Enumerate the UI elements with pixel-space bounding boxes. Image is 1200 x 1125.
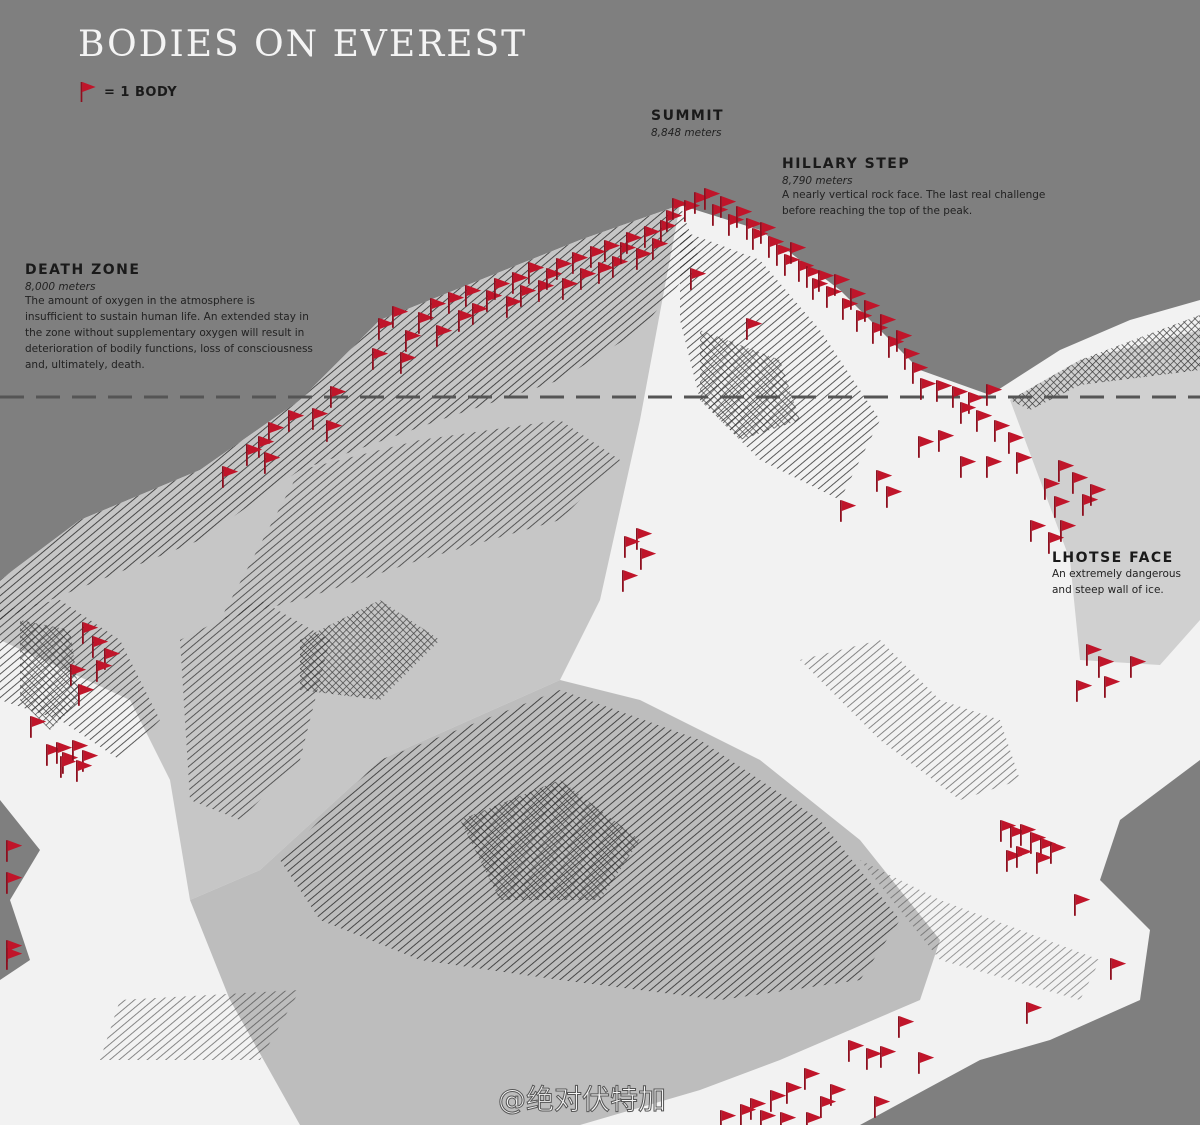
death-zone-title: DEATH ZONE bbox=[25, 262, 141, 278]
legend-label: = 1 BODY bbox=[104, 84, 178, 100]
legend: = 1 BODY bbox=[80, 82, 177, 102]
death-zone-label: DEATH ZONE 8,000 meters The amount of ox… bbox=[25, 262, 315, 373]
lhotse-face-rock bbox=[1010, 330, 1200, 665]
red-flag-icon bbox=[6, 840, 23, 862]
lhotse-face-title: LHOTSE FACE bbox=[1052, 550, 1174, 566]
red-flag-icon bbox=[80, 82, 96, 102]
hillary-step-altitude: 8,790 meters bbox=[782, 175, 853, 187]
summit-label: SUMMIT 8,848 meters bbox=[651, 108, 724, 139]
watermark: @绝对伏特加 bbox=[497, 1083, 667, 1117]
page-title: BODIES ON EVEREST bbox=[78, 24, 528, 65]
death-zone-description: The amount of oxygen in the atmosphere i… bbox=[25, 295, 313, 371]
hillary-step-title: HILLARY STEP bbox=[782, 156, 911, 172]
lhotse-face-label: LHOTSE FACE An extremely dangerous and s… bbox=[1052, 550, 1200, 598]
hillary-step-label: HILLARY STEP 8,790 meters A nearly verti… bbox=[782, 156, 1052, 219]
summit-title: SUMMIT bbox=[651, 108, 725, 124]
lhotse-face-description: An extremely dangerous and steep wall of… bbox=[1052, 568, 1181, 596]
red-flag-icon bbox=[6, 948, 23, 970]
death-zone-altitude: 8,000 meters bbox=[25, 281, 96, 293]
hillary-step-description: A nearly vertical rock face. The last re… bbox=[782, 189, 1046, 217]
summit-altitude: 8,848 meters bbox=[651, 127, 722, 139]
